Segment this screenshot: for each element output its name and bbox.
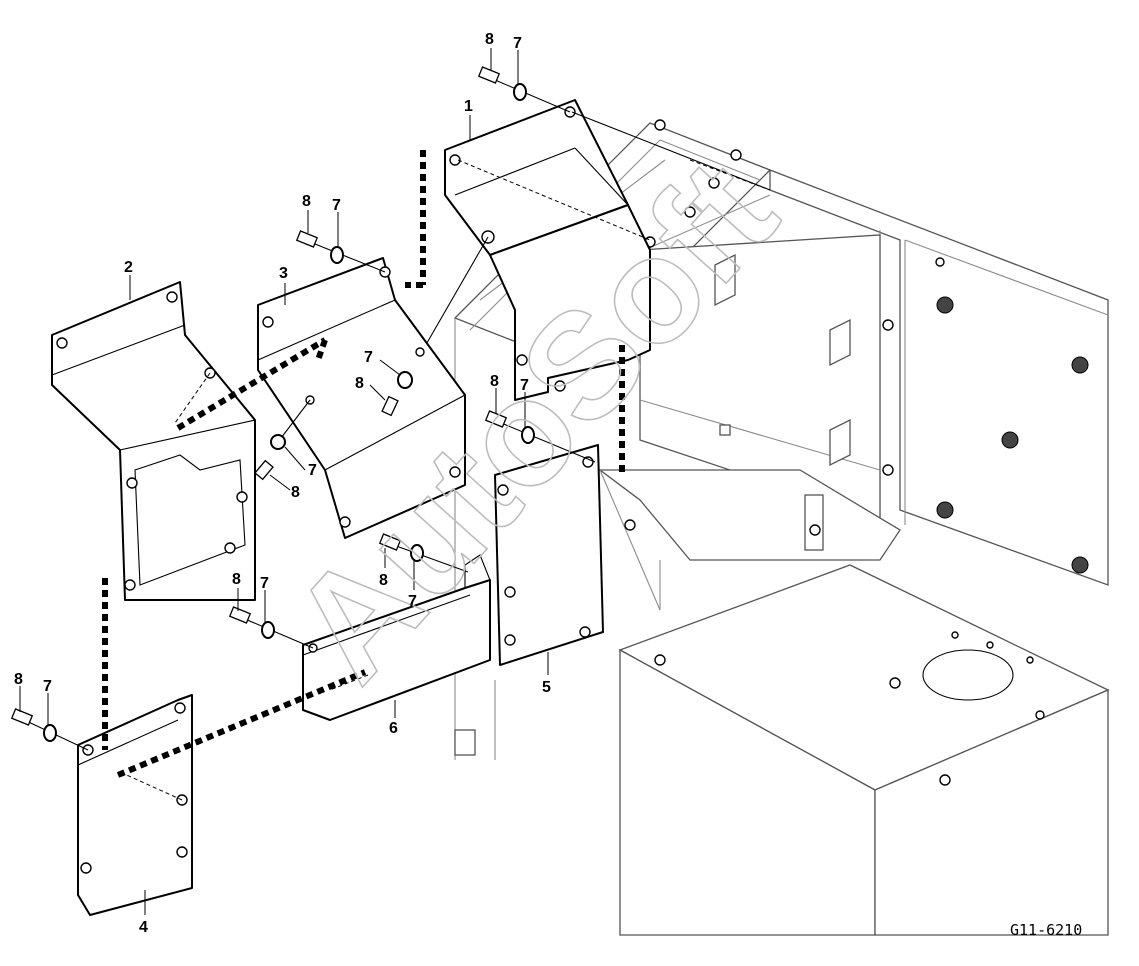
callout-8: 8 <box>302 193 311 210</box>
part-4-lower-plate <box>77 694 193 916</box>
callout-8: 8 <box>355 375 364 392</box>
callout-7: 7 <box>332 197 341 214</box>
callout-6: 6 <box>389 720 398 737</box>
callout-2: 2 <box>124 259 133 276</box>
part-1-upper-bracket <box>419 99 771 401</box>
leader-lines <box>19 48 549 915</box>
part-5-right-plate <box>494 444 604 666</box>
callout-8: 8 <box>379 572 388 589</box>
callout-7: 7 <box>308 462 317 479</box>
callout-8: 8 <box>232 571 241 588</box>
callout-8: 8 <box>291 484 300 501</box>
part-2-left-bracket <box>51 281 256 601</box>
callout-8: 8 <box>490 373 499 390</box>
callout-7: 7 <box>520 377 529 394</box>
callout-7: 7 <box>364 349 373 366</box>
callout-1: 1 <box>464 98 473 115</box>
callout-labels: 1 2 3 4 5 6 7 8 7 8 7 8 7 8 7 8 7 8 7 8 … <box>14 31 551 936</box>
callout-7: 7 <box>43 678 52 695</box>
callout-5: 5 <box>542 679 551 696</box>
fasteners <box>10 66 596 751</box>
callout-7: 7 <box>513 35 522 52</box>
callout-8: 8 <box>485 31 494 48</box>
callout-7: 7 <box>408 593 417 610</box>
part-6-lower-bracket <box>302 554 491 721</box>
part-3-center-bracket <box>257 257 466 539</box>
callout-4: 4 <box>139 919 148 936</box>
machine-frame <box>453 119 1110 936</box>
drawing-code: G11-6210 <box>1010 921 1082 939</box>
callout-8: 8 <box>14 671 23 688</box>
callout-3: 3 <box>279 265 288 282</box>
hatch-bands <box>102 150 625 778</box>
callout-7: 7 <box>260 575 269 592</box>
